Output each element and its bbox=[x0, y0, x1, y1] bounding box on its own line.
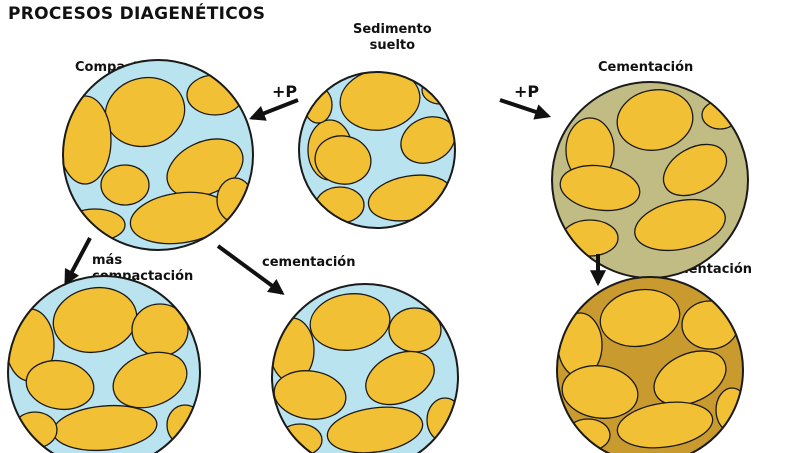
arrow-to-compaction bbox=[252, 100, 298, 118]
grain bbox=[59, 96, 111, 184]
grain bbox=[702, 101, 738, 129]
sediment-loose-circle bbox=[299, 65, 463, 228]
arrow-more-compaction bbox=[66, 238, 90, 283]
grain bbox=[566, 419, 610, 451]
grain bbox=[427, 398, 463, 442]
cementation-circle bbox=[552, 82, 748, 278]
grain bbox=[716, 388, 748, 432]
grain bbox=[304, 87, 332, 123]
compaction-circle bbox=[59, 60, 253, 250]
more-compaction-circle bbox=[6, 276, 203, 453]
grain bbox=[682, 301, 738, 349]
grain bbox=[101, 165, 149, 205]
more-cementation-circle bbox=[557, 277, 748, 453]
arrow-cementation-lower bbox=[218, 246, 282, 293]
grain bbox=[278, 424, 322, 453]
grain bbox=[187, 75, 243, 115]
cementation-lower-circle bbox=[270, 284, 463, 453]
arrow-to-cementation bbox=[500, 100, 548, 116]
